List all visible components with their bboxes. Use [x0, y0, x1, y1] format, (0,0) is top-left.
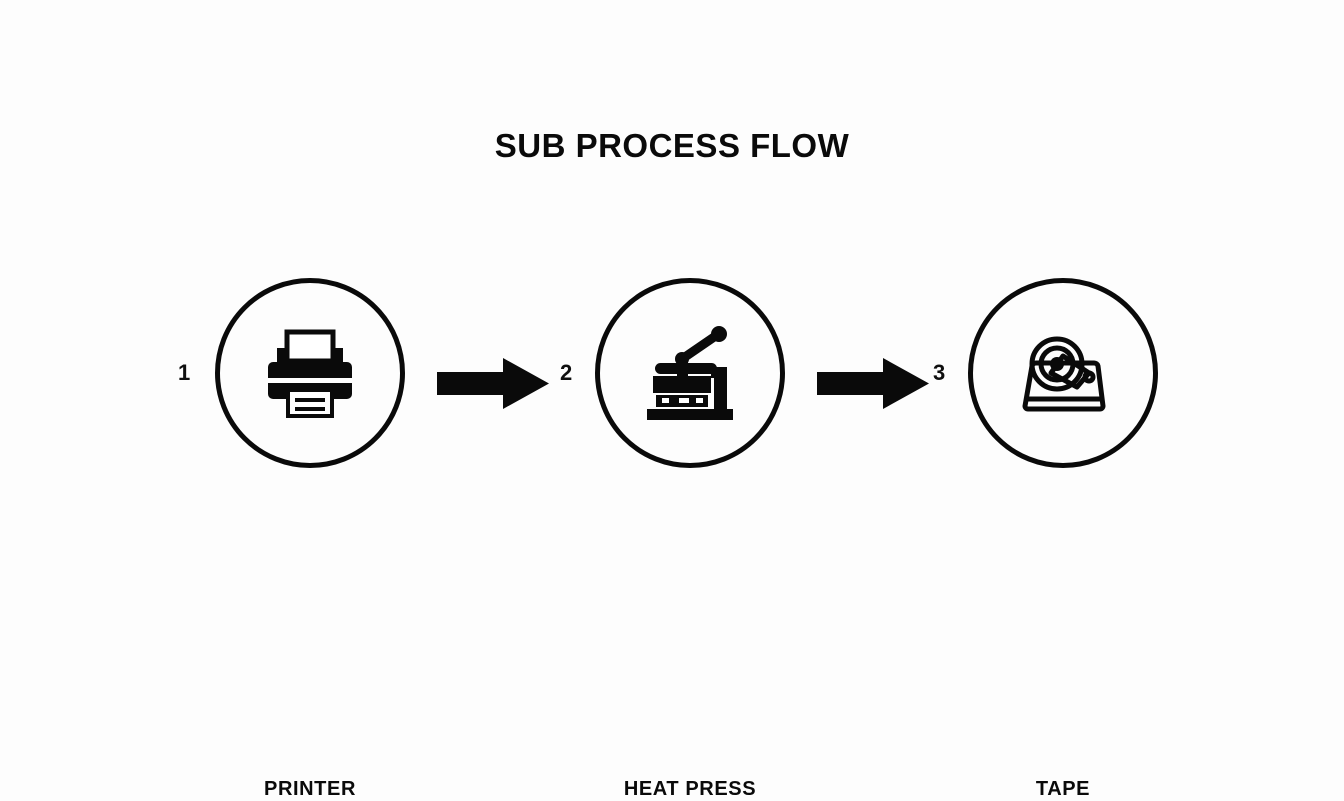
flow-node-label-tape: TAPE [1035, 778, 1091, 800]
step-number-2: 2 [560, 360, 573, 385]
tape-dispenser-icon [1022, 336, 1106, 412]
printer-icon [268, 329, 352, 418]
page-title: SUB PROCESS FLOW [494, 127, 850, 164]
flow-node-printer[interactable] [215, 278, 405, 468]
flow-row: 1 PRINTER 2 [0, 278, 1344, 800]
node-circle-outline [968, 278, 1158, 468]
heat-press-icon [647, 326, 733, 420]
flow-node-label-heat-press: HEAT PRESS [623, 778, 757, 800]
step-number-3: 3 [933, 360, 946, 385]
node-circle-outline [215, 278, 405, 468]
flow-node-tape[interactable] [968, 278, 1158, 468]
node-circle-outline [595, 278, 785, 468]
flow-node-heat-press[interactable] [595, 278, 785, 468]
sub-process-flow-diagram: SUB PROCESS FLOW 1 PRINTER [0, 127, 1344, 800]
flow-node-label-printer: PRINTER [264, 778, 356, 800]
arrow-right-icon [437, 358, 549, 409]
step-number-1: 1 [178, 360, 191, 385]
arrow-right-icon [817, 358, 929, 409]
